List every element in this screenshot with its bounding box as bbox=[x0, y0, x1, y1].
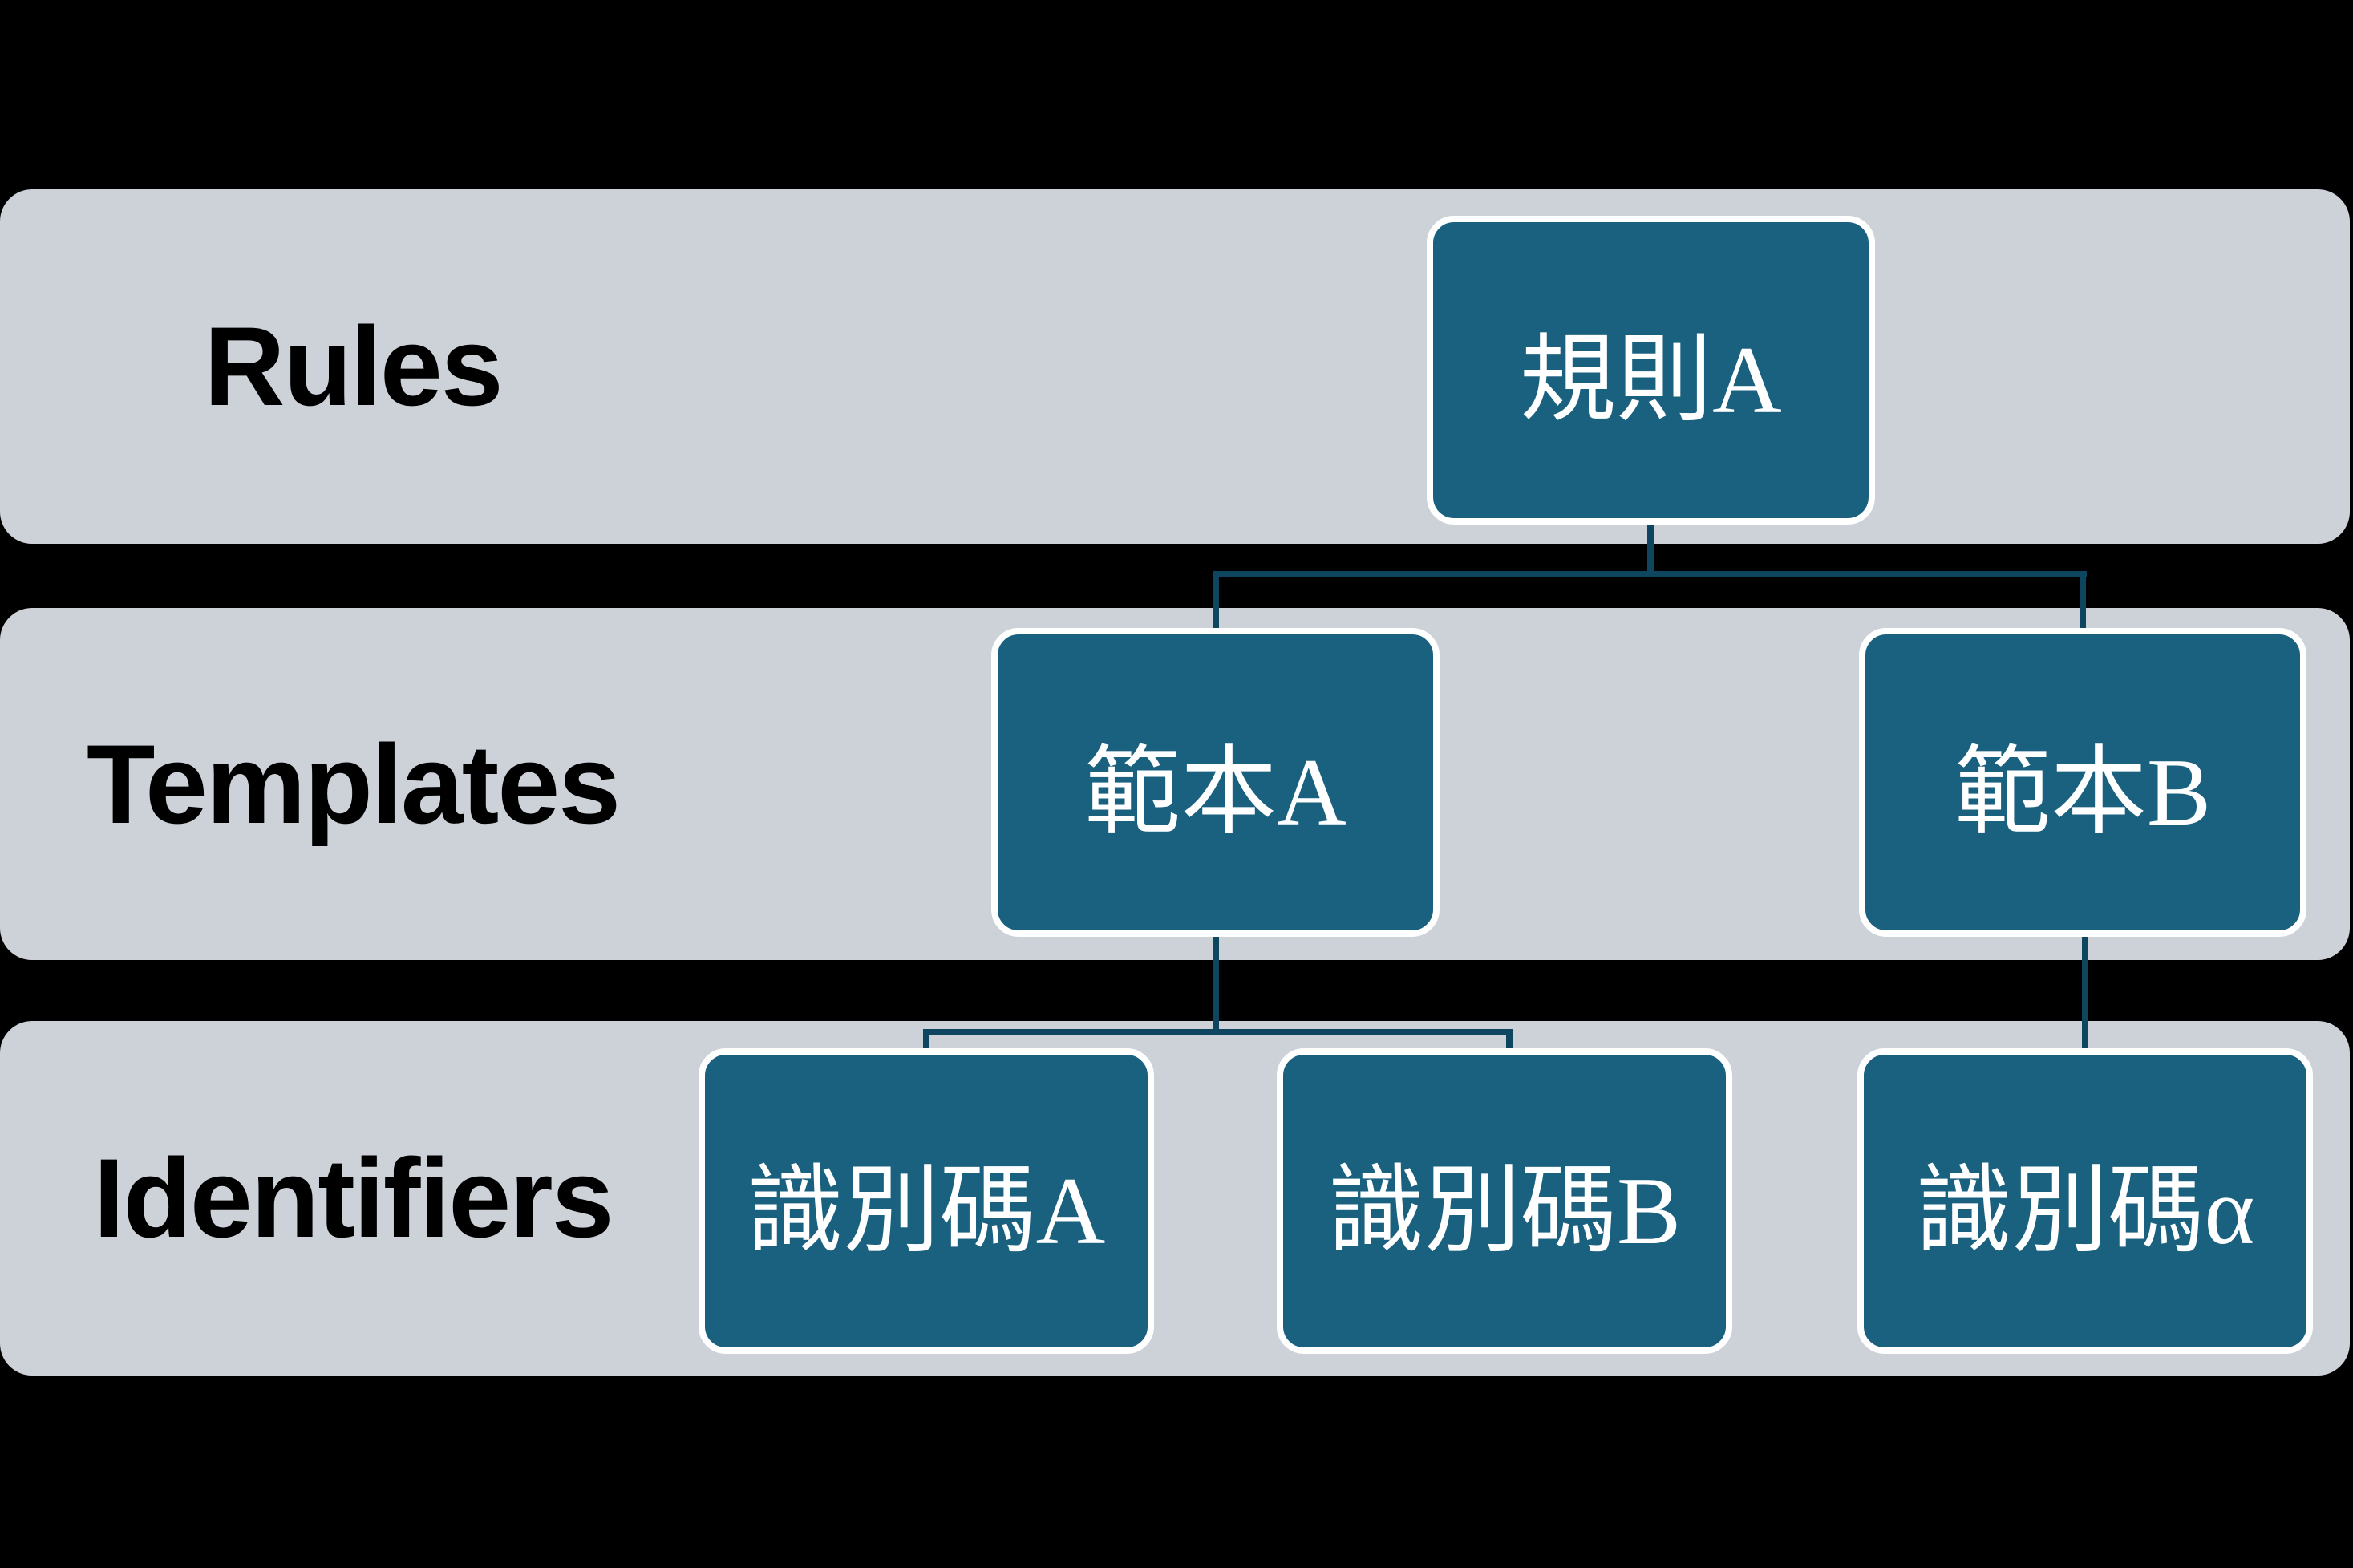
node-template-a-label: 範本A bbox=[1084, 738, 1347, 845]
node-identifier-a[interactable]: 識別碼A bbox=[699, 1048, 1154, 1354]
node-identifier-b-label: 識別碼B bbox=[1327, 1157, 1682, 1264]
node-template-b-label: 範本B bbox=[1954, 738, 2212, 845]
node-identifier-b[interactable]: 識別碼B bbox=[1277, 1048, 1732, 1354]
connector-drop-identifier-alpha bbox=[2082, 926, 2088, 1070]
node-template-a[interactable]: 範本A bbox=[991, 628, 1440, 937]
node-rule-a-label: 規則A bbox=[1520, 326, 1782, 433]
connector-drop-template-b bbox=[2080, 571, 2086, 651]
band-identifiers-label: Identifiers bbox=[93, 1135, 614, 1261]
node-identifier-a-label: 識別碼A bbox=[747, 1157, 1106, 1264]
connector-template-a-crossbar bbox=[923, 1029, 1513, 1035]
node-identifier-alpha[interactable]: 識別碼α bbox=[1857, 1048, 2313, 1354]
node-rule-a[interactable]: 規則A bbox=[1427, 216, 1875, 525]
connector-rule-a-crossbar bbox=[1213, 571, 2087, 577]
band-rules[interactable]: Rules bbox=[0, 189, 2350, 544]
connector-drop-template-a bbox=[1213, 571, 1219, 651]
band-rules-label: Rules bbox=[204, 303, 503, 429]
node-identifier-alpha-label: 識別碼α bbox=[1915, 1157, 2255, 1264]
band-templates-label: Templates bbox=[86, 720, 621, 847]
connector-rule-a-stem bbox=[1647, 513, 1654, 577]
connector-template-a-stem bbox=[1213, 926, 1219, 1035]
node-template-b[interactable]: 範本B bbox=[1859, 628, 2306, 937]
